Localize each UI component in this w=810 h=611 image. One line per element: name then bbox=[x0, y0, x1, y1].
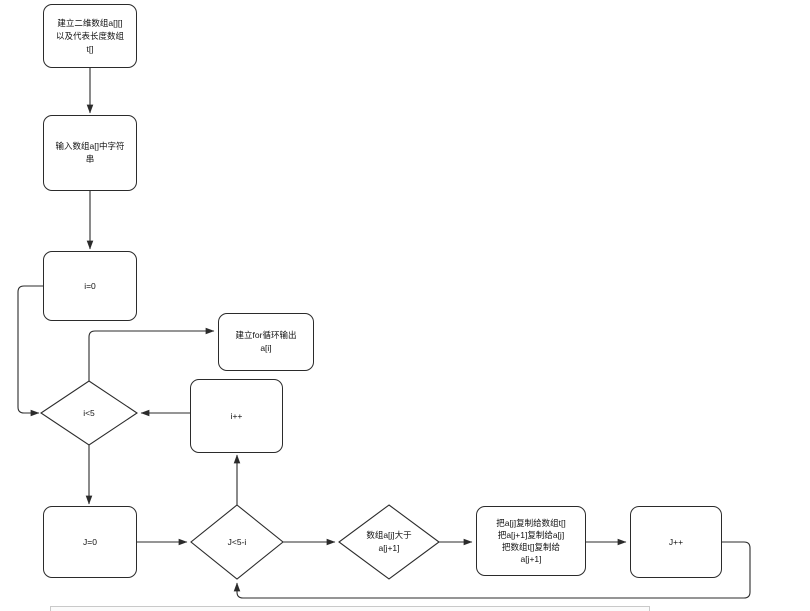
node-input-strings[interactable]: 输入数组a[]中字符 串 bbox=[43, 115, 137, 191]
node-j-increment[interactable]: J++ bbox=[630, 506, 722, 578]
decision-shape-compare-aj bbox=[338, 504, 440, 580]
edge-i0-to-i-less-5 bbox=[17, 285, 43, 417]
node-label: 数组a[j]大于 a[j+1] bbox=[366, 530, 412, 553]
node-swap-block[interactable]: 把a[j]复制给数组t[] 把a[j+1]复制给a[j] 把数组t[]复制给 a… bbox=[476, 506, 586, 576]
decision-shape-i-less-5 bbox=[40, 380, 138, 446]
decision-shape-j-less-5-minus-i bbox=[190, 504, 284, 580]
node-i-assign-zero[interactable]: i=0 bbox=[43, 251, 137, 321]
node-j-less-5-minus-i[interactable]: J<5-i bbox=[191, 505, 283, 579]
node-label: J++ bbox=[668, 536, 684, 547]
node-i-increment[interactable]: i++ bbox=[190, 379, 283, 453]
node-label: 建立二维数组a[][] 以及代表长度数组 t[] bbox=[55, 17, 124, 54]
node-label: 建立for循环输出 a[i] bbox=[235, 330, 297, 353]
clipped-bottom-shape bbox=[50, 606, 650, 611]
edge-j-increment-loopback bbox=[233, 541, 751, 599]
node-label: J<5-i bbox=[227, 536, 247, 547]
edge-i-less-5-to-for-output bbox=[88, 327, 215, 381]
node-label: i++ bbox=[230, 410, 243, 421]
node-compare-aj[interactable]: 数组a[j]大于 a[j+1] bbox=[339, 505, 439, 579]
node-label: i=0 bbox=[84, 280, 96, 291]
node-label: i<5 bbox=[83, 407, 95, 418]
node-label: J=0 bbox=[83, 536, 97, 547]
node-label: 把a[j]复制给数组t[] 把a[j+1]复制给a[j] 把数组t[]复制给 a… bbox=[496, 518, 566, 564]
node-i-less-5[interactable]: i<5 bbox=[41, 381, 137, 445]
node-for-output[interactable]: 建立for循环输出 a[i] bbox=[218, 313, 314, 371]
node-label: 输入数组a[]中字符 串 bbox=[55, 141, 125, 164]
node-init-arrays[interactable]: 建立二维数组a[][] 以及代表长度数组 t[] bbox=[43, 4, 137, 68]
node-j-assign-zero[interactable]: J=0 bbox=[43, 506, 137, 578]
